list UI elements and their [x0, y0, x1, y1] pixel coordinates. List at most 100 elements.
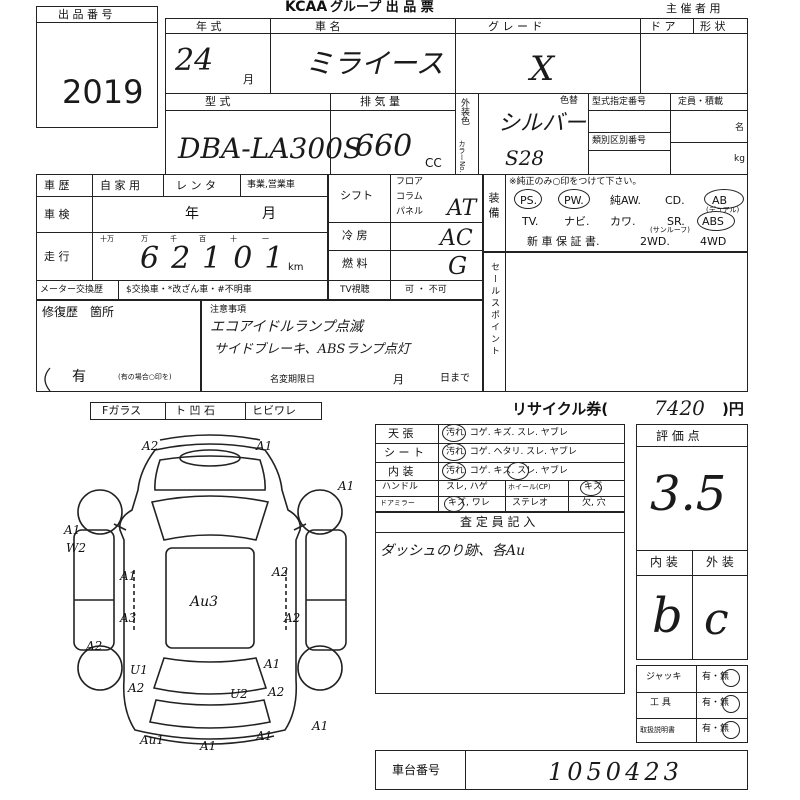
equip-alloy[interactable]: 純AW. [610, 194, 642, 207]
inspector-comment: ダッシュのり跡、各Au [380, 543, 526, 559]
equip-4wd[interactable]: 4WD [700, 235, 727, 248]
logo: KCAA [285, 0, 328, 15]
shift-floor[interactable]: フロア [396, 177, 424, 187]
mark-left-front-door-w: W2 [66, 541, 86, 555]
repair-value: 有 [72, 369, 86, 385]
history-rental[interactable]: レ ン タ [176, 179, 216, 192]
car-name-label: 車 名 [315, 20, 341, 33]
tool-manual-label: 取扱説明書 [640, 726, 675, 734]
capacity-label: 定員・積載 [678, 97, 724, 107]
mark-front-right-bumper: A1 [255, 439, 272, 453]
tool-jack-label: ジャッキ [646, 672, 682, 682]
transmission-box [328, 174, 483, 300]
circle-ceiling-dirt [442, 424, 466, 442]
mark-trunk: U2 [230, 687, 248, 701]
mark-front-left-bumper: A2 [141, 439, 158, 453]
interior-seat-opts[interactable]: 汚れ. コゲ. ヘタリ. スレ. ヤブレ [446, 447, 577, 457]
interior-ceiling-opts[interactable]: 汚れ. コゲ. キズ. スレ. ヤブレ [446, 428, 568, 438]
digit-10k: 万 [141, 235, 148, 243]
exterior-score-value: c [704, 594, 729, 645]
circle-trim-dirt [442, 462, 466, 480]
tool-kit-label: 工 具 [650, 698, 671, 708]
circle-pw [558, 189, 590, 209]
circle-ps [514, 189, 542, 209]
color-no-label: カラーNo. [458, 140, 466, 173]
digit-1k: 千 [170, 235, 177, 243]
sales-point-label: セールスポイント [489, 262, 499, 358]
equip-leather[interactable]: カワ. [610, 215, 636, 228]
name-change-label: 名変期限日 [270, 375, 316, 385]
displacement-unit: CC [425, 156, 442, 170]
chassis-box [375, 750, 748, 790]
car-name-value: ミライース [305, 47, 444, 80]
equip-sr[interactable]: SR. [667, 215, 685, 228]
color-no-value: S28 [505, 146, 545, 170]
tool-kit-opts[interactable]: 有・無 [702, 698, 730, 708]
mark-rear-center: A1 [199, 739, 216, 753]
year-label: 年 式 [196, 20, 222, 33]
digit-100k: 十万 [100, 235, 114, 243]
grade-value: X [530, 49, 555, 89]
mark-right-rear-fender: A1 [263, 657, 280, 671]
equip-tv[interactable]: TV. [522, 215, 539, 228]
shift-panel[interactable]: パネル [396, 207, 424, 217]
shift-label: シフト [340, 189, 373, 202]
meter-change-label: メーター交換歴 [40, 285, 104, 295]
glass-chip: ト 凹 石 [175, 404, 215, 417]
mark-left-rear-wheel: U1 [130, 663, 148, 677]
lot-number-value: 2019 [62, 73, 144, 111]
recycle-unit: )円 [722, 400, 744, 418]
history-business[interactable]: 事業,営業車 [247, 180, 295, 190]
score-label: 評 価 点 [656, 429, 700, 443]
meter-change-options[interactable]: $交換車・*改ざん車・#不明車 [126, 285, 252, 295]
tv-viewing-options[interactable]: 可 ・ 不可 [405, 285, 447, 295]
tool-manual-opts[interactable]: 有・無 [702, 724, 730, 734]
equip-cd[interactable]: CD. [665, 194, 685, 207]
mark-left-rear-quarter: A2 [127, 681, 144, 695]
glass-box [90, 402, 322, 420]
capacity-unit-kg: kg [734, 154, 745, 164]
name-change-month: 月 [393, 373, 404, 386]
mirror-opts[interactable]: キズ, ワレ [448, 498, 490, 508]
history-private[interactable]: 自 家 用 [100, 179, 140, 192]
circle-jack-none [722, 669, 740, 687]
history-label: 車 歴 [44, 179, 70, 192]
inspector-label: 査 定 員 記 入 [460, 515, 536, 529]
digit-10: 十 [230, 235, 237, 243]
circle-abs [697, 211, 735, 231]
repair-label: 修復歴 箇所 [42, 305, 115, 319]
repair-bracket [44, 367, 51, 392]
fuel-label: 燃 料 [342, 257, 368, 270]
inspection-label: 車 検 [44, 208, 70, 221]
repair-hint: (有の場合○印を) [118, 373, 172, 381]
chassis-label: 車台番号 [392, 763, 441, 777]
interior-score-value: b [652, 588, 683, 644]
interior-seat-label: シ ー ト [384, 446, 424, 459]
handle-opts[interactable]: スレ, ハゲ [446, 482, 488, 492]
equip-2wd[interactable]: 2WD. [640, 235, 670, 248]
digit-100: 百 [199, 235, 206, 243]
shape-label: 形 状 [700, 20, 726, 33]
shift-column[interactable]: コラム [396, 192, 423, 202]
tool-jack-opts[interactable]: 有・無 [702, 672, 730, 682]
stereo-opts[interactable]: 欠, 穴 [582, 498, 606, 508]
interior-score-label: 内 装 [650, 555, 678, 569]
interior-trim-opts[interactable]: 汚れ. コゲ. キズ. スレ. ヤブレ [446, 466, 568, 476]
mark-right-rear-door: A2 [283, 611, 300, 625]
repair-box [36, 300, 201, 392]
recycle-value: 7420 [654, 396, 705, 420]
mark-roof: Au3 [188, 594, 218, 610]
car-diagram: A2 A1 A1 A1 W2 A2 A1 Au3 A3 A2 A2 U1 A1 … [63, 434, 354, 753]
color-value: シルバー [498, 111, 587, 136]
mirror-label: ドアミラー [380, 499, 415, 507]
equip-navi[interactable]: ナビ. [564, 215, 590, 228]
inspector-box [375, 512, 625, 694]
notes-box [201, 300, 483, 392]
type-spec-label: 型式指定番号 [592, 97, 647, 107]
equip-warranty[interactable]: 新 車 保 証 書. [527, 235, 600, 248]
notes-line1: エコアイドルランプ点滅 [210, 319, 363, 335]
wheel-label: ホイール(CP) [508, 483, 551, 491]
capacity-unit-persons: 名 [735, 123, 745, 133]
interior-table [375, 424, 625, 512]
mileage-value: 62101 [140, 241, 296, 276]
